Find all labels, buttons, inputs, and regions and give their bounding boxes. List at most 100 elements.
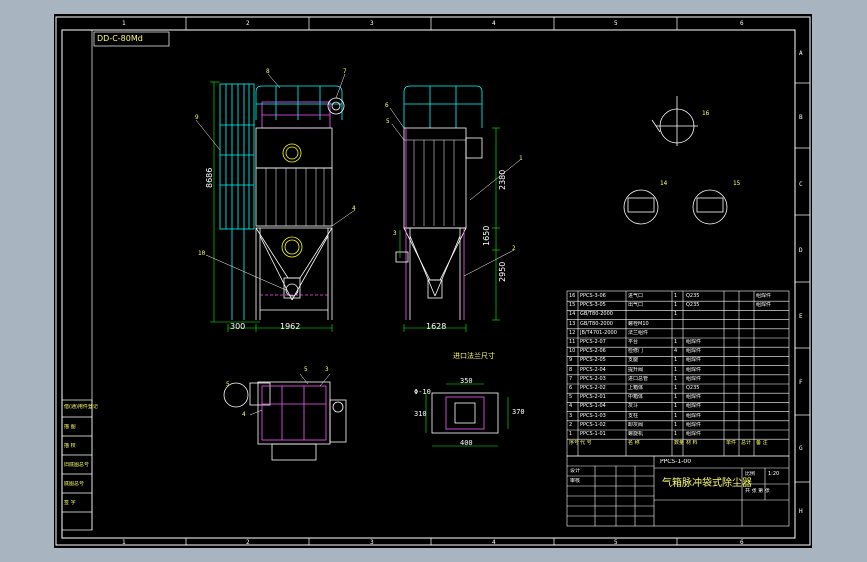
stamp-label: 旧底图总号 — [64, 462, 90, 468]
parts-cell: 3 — [569, 412, 573, 419]
border-col-bottom: 2 — [246, 539, 250, 546]
callout-number: 4 — [352, 205, 356, 212]
parts-cell: 组焊件 — [686, 431, 702, 437]
parts-cell: 1 — [674, 394, 678, 401]
parts-cell: 组焊件 — [686, 366, 702, 373]
parts-cell: 组焊件 — [686, 394, 702, 401]
border-col-bottom: 3 — [370, 539, 374, 546]
border-row-right: B — [799, 114, 803, 121]
title-block — [566, 455, 790, 527]
stamp-label: 签 字 — [64, 500, 76, 506]
parts-cell: 提升阀 — [628, 366, 644, 373]
parts-cell: Q235 — [686, 302, 700, 309]
dim-width-side: 1628 — [426, 322, 447, 331]
parts-cell: 15 — [569, 302, 576, 309]
drawing-title: 气箱脉冲袋式除尘器 — [662, 478, 752, 489]
parts-cell: 4 — [569, 403, 573, 410]
parts-cell: 灰斗 — [628, 403, 639, 410]
parts-cell: 1 — [674, 339, 678, 345]
dim-height: 8686 — [205, 167, 214, 188]
parts-cell: 1 — [674, 302, 678, 309]
stamp-label: 描 校 — [64, 443, 76, 449]
border-row-right: G — [799, 445, 803, 452]
border-col-top: 5 — [614, 20, 618, 27]
parts-cell: 1 — [674, 293, 678, 299]
parts-cell: 1 — [674, 311, 678, 318]
border-ticks — [185, 17, 810, 545]
parts-cell: PPCS-1-01 — [580, 431, 606, 437]
callout-number: 5 — [386, 118, 390, 125]
parts-header-cell: 备 注 — [756, 440, 768, 447]
parts-cell: 进口总管 — [628, 375, 649, 382]
outer-frame — [55, 16, 811, 546]
parts-cell: PPCS-2-06 — [580, 348, 606, 355]
parts-header-cell: 名 称 — [628, 440, 640, 447]
parts-cell: 12 — [569, 329, 576, 336]
front-view — [195, 73, 356, 332]
flange-section-title: 进口法兰尺寸 — [453, 352, 495, 360]
border-row-right: E — [799, 313, 803, 320]
parts-cell: 支腿 — [628, 357, 639, 364]
parts-cell: GB/T80-2000 — [580, 320, 613, 327]
parts-cell: Q235 — [686, 293, 700, 299]
parts-cell: 组焊件 — [686, 412, 702, 419]
parts-cell: 5 — [569, 394, 573, 401]
callout-number: 7 — [343, 68, 347, 75]
parts-cell: 组焊件 — [756, 302, 772, 309]
parts-cell: GB/T80-2000 — [580, 311, 613, 318]
parts-cell: 1 — [674, 385, 678, 391]
border-col-bottom: 4 — [492, 539, 496, 546]
border-col-top: 2 — [246, 20, 250, 27]
parts-cell: 14 — [569, 311, 576, 318]
parts-cell: PPCS-3-06 — [580, 293, 606, 299]
dim-hopper-bottom: 2950 — [498, 261, 507, 282]
parts-cell: 组焊件 — [686, 421, 702, 428]
parts-cell: 组焊件 — [686, 357, 702, 364]
parts-cell: 10 — [569, 348, 576, 355]
parts-cell: 11 — [569, 339, 576, 345]
parts-header-cell: 代 号 — [580, 440, 592, 447]
parts-cell: 组焊件 — [686, 375, 702, 382]
dim-plan-c: 370 — [512, 408, 525, 416]
border-row-right: F — [799, 379, 803, 386]
parts-cell: 螺旋机 — [628, 431, 644, 437]
parts-cell: 上箱体 — [628, 385, 644, 391]
parts-cell: 组焊件 — [756, 293, 772, 299]
callout-number: 5 — [304, 366, 308, 373]
parts-cell: 6 — [569, 385, 573, 391]
dim-offset: 300 — [230, 322, 246, 331]
callout-number: 1 — [519, 155, 523, 162]
drawing-number: PPCS-1-00 — [660, 459, 692, 465]
parts-cell: 2 — [569, 421, 573, 428]
border-col-top: 3 — [370, 20, 374, 27]
parts-cell: 4 — [674, 348, 678, 355]
parts-cell: PPCS-2-04 — [580, 366, 606, 373]
parts-cell: JB/T4701-2000 — [580, 329, 617, 336]
parts-cell: PPCS-2-07 — [580, 339, 606, 345]
border-row-right: A — [799, 50, 803, 57]
border-col-top: 1 — [122, 20, 126, 27]
parts-cell: 平台 — [628, 339, 639, 345]
parts-cell: 组焊件 — [686, 339, 702, 345]
parts-header-cell: 数量 — [674, 440, 685, 447]
callout-number: 8 — [266, 68, 270, 75]
flange-detail — [425, 383, 509, 447]
plan-view — [223, 373, 347, 461]
callout-number: 6 — [385, 102, 389, 109]
parts-cell: 法兰组件 — [628, 329, 649, 336]
border-col-top: 6 — [740, 20, 744, 27]
parts-cell: 出气口 — [628, 302, 644, 309]
parts-cell: 1 — [674, 421, 678, 428]
parts-cell: PPCS-1-02 — [580, 421, 606, 428]
callout-number: 5 — [226, 381, 230, 388]
dim-plan-b: 400 — [460, 439, 473, 447]
border-col-bottom: 1 — [122, 539, 126, 546]
callout-number: 2 — [512, 245, 516, 252]
dim-upper: 2380 — [498, 169, 507, 190]
side-view — [389, 85, 521, 332]
parts-cell: 9 — [569, 357, 573, 364]
callout-number: 16 — [702, 110, 710, 117]
dim-hopper-top: 1650 — [482, 225, 491, 246]
